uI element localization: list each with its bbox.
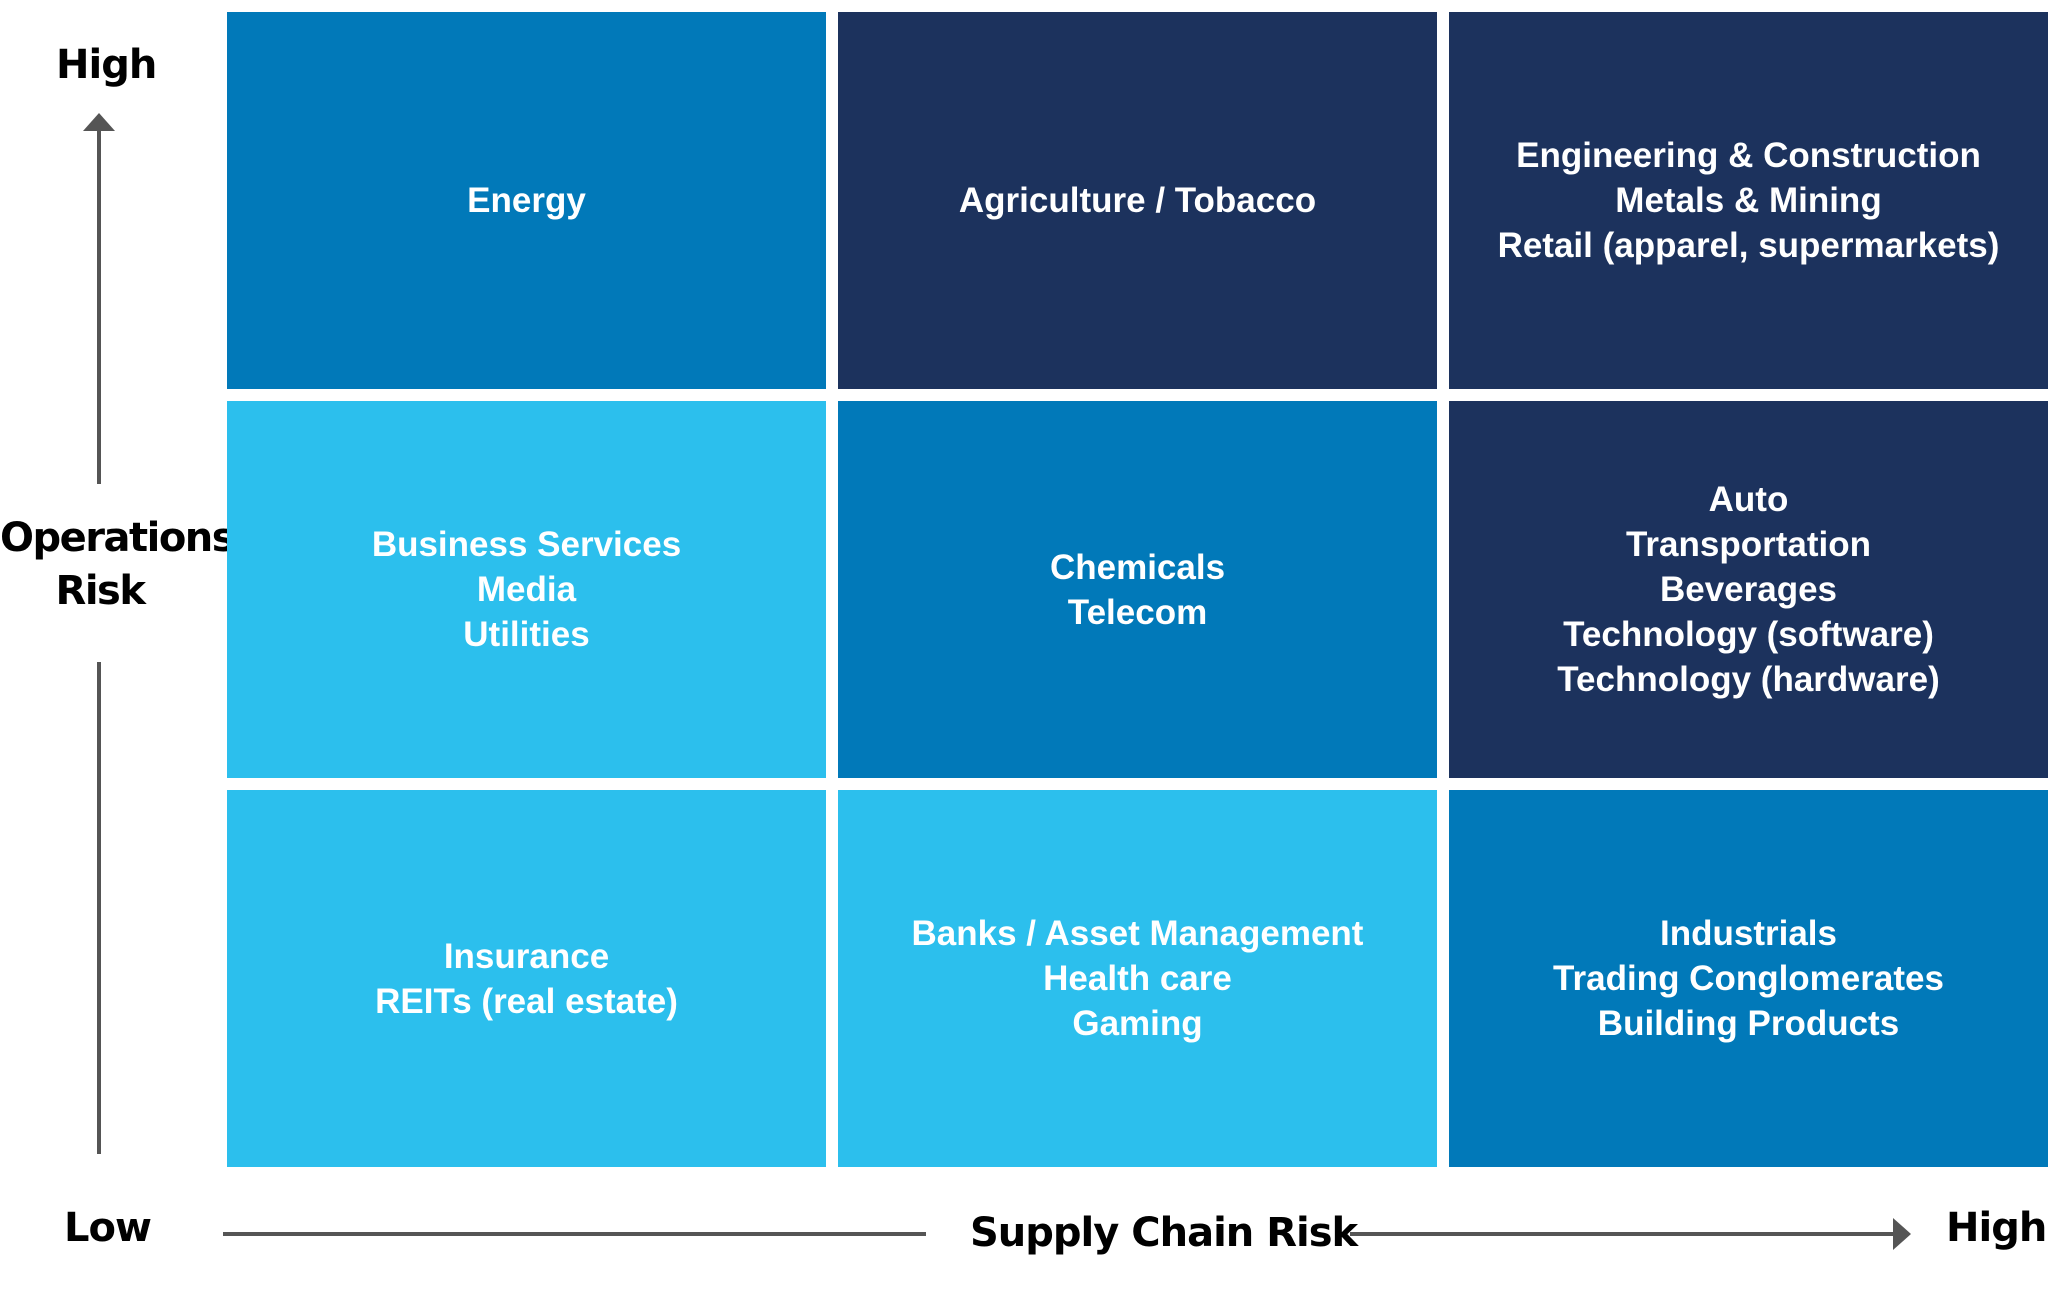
y-axis-title-line2: Risk <box>55 568 146 614</box>
y-axis-line-top <box>97 128 101 484</box>
sector-label: Media <box>476 570 577 609</box>
y-axis-high-label: High <box>56 42 157 88</box>
sector-label: Gaming <box>1072 1004 1203 1043</box>
sector-label: Retail (apparel, supermarkets) <box>1497 226 2000 265</box>
sector-label: REITs (real estate) <box>375 981 678 1021</box>
sector-label: Health care <box>1043 959 1232 998</box>
sector-label: Beverages <box>1659 570 1838 609</box>
sector-label: Technology (hardware) <box>1557 660 1940 699</box>
sector-label: Banks / Asset Management <box>911 914 1364 953</box>
sector-label: Energy <box>467 181 586 220</box>
y-axis-title-line1: Operations <box>0 515 236 561</box>
y-axis-title: Operations Risk <box>0 512 236 618</box>
arrow-up-icon <box>83 113 115 131</box>
matrix-cell: Agriculture / Tobacco <box>838 12 1437 389</box>
sector-label: Utilities <box>463 615 590 654</box>
sector-label: Industrials <box>1660 914 1837 953</box>
axis-low-label: Low <box>64 1205 152 1251</box>
sector-label: Technology (software) <box>1563 615 1934 654</box>
sector-label: Telecom <box>1067 592 1208 632</box>
matrix-cell: Energy <box>227 12 826 389</box>
y-axis-line-bottom <box>97 662 101 1154</box>
sector-label: Building Products <box>1597 1004 1900 1043</box>
x-axis-title: Supply Chain Risk <box>970 1210 1358 1256</box>
sector-label: Auto <box>1708 480 1789 519</box>
x-axis-line-right <box>1350 1232 1898 1236</box>
sector-label: Engineering & Construction <box>1516 136 1981 175</box>
sector-label: Metals & Mining <box>1615 181 1882 220</box>
sector-label: Transportation <box>1625 525 1872 564</box>
sector-label: Chemicals <box>1049 547 1226 587</box>
sector-label: Insurance <box>443 936 610 976</box>
sector-label: Trading Conglomerates <box>1553 959 1944 998</box>
sector-label: Agriculture / Tobacco <box>958 181 1317 220</box>
sector-label: Business Services <box>371 525 682 564</box>
x-axis-high-label: High <box>1946 1205 2047 1251</box>
risk-matrix-grid: Energy Agriculture / Tobacco Engineering &… <box>227 12 2048 1167</box>
x-axis-line-left <box>223 1232 926 1236</box>
arrow-right-icon <box>1893 1218 1911 1250</box>
